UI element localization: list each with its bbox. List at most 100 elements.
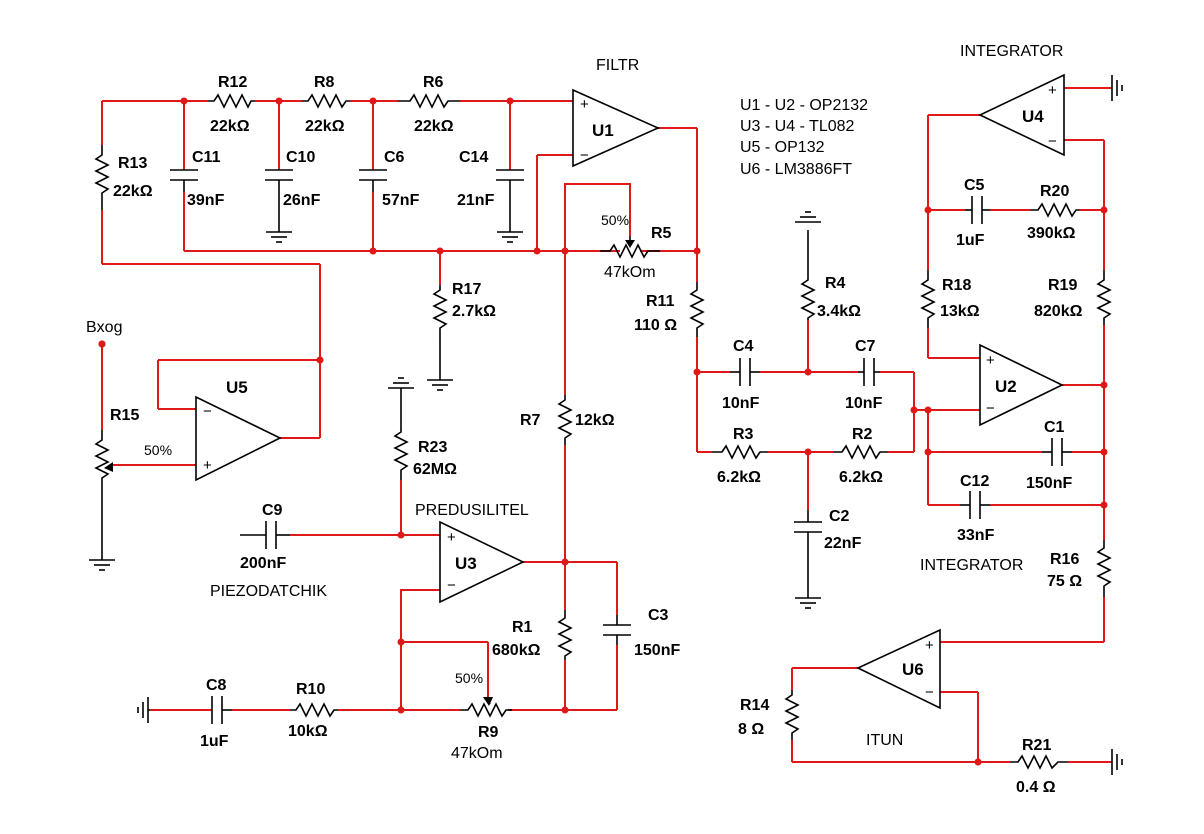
label-components-c8-value: 1uF (200, 733, 229, 750)
label-components-r1-name: R1 (512, 619, 533, 636)
label-components-c14-name: C14 (459, 149, 488, 166)
label-components-c11-value: 39nF (187, 192, 225, 209)
label-components-r23-name: R23 (418, 439, 447, 456)
resistors (94, 93, 1112, 770)
resistor-R23 (393, 425, 409, 480)
capacitor-C11 (170, 169, 198, 192)
label-components-c12-name: C12 (960, 473, 989, 490)
label-components-r19-name: R19 (1048, 277, 1077, 294)
wires (101, 87, 1112, 763)
junction-dot (316, 356, 324, 364)
ground-icon (427, 348, 453, 391)
opamp-pins: + − − + + − + − + − + − (203, 82, 1057, 701)
label-components-r10-name: R10 (296, 681, 325, 698)
label-components-c9-value: 200nF (240, 555, 286, 572)
opamp-U4 (978, 73, 1065, 157)
resistor-R11 (689, 282, 705, 337)
resistor-R21 (1010, 754, 1068, 770)
label-components-r11-name: R11 (646, 293, 675, 310)
junction-dot (910, 406, 918, 414)
schematic-element (625, 240, 635, 248)
label-components-c6-value: 57nF (382, 192, 420, 209)
label-pins-plus: + (447, 529, 456, 546)
label-components-r12-name: R12 (218, 74, 247, 91)
resistor-R7 (557, 395, 573, 445)
resistor-R16 (1096, 540, 1112, 597)
label-components-r17-name: R17 (452, 281, 481, 298)
opamp-U6 (856, 628, 941, 710)
labels: FILTR INTEGRATOR INTEGRATOR PREDUSILITEL… (86, 43, 1083, 796)
label-components-r5-name: R5 (651, 225, 672, 242)
capacitor-C3 (603, 615, 631, 645)
capacitor-C7 (858, 358, 880, 386)
label-components-r19-value: 820kΩ (1034, 303, 1083, 320)
junction-dot (275, 97, 283, 105)
label-pins-plus: + (925, 637, 934, 654)
label-components-r13-name: R13 (118, 155, 147, 172)
opamp-label-U1: U1 (592, 121, 614, 140)
junction-dot (180, 97, 188, 105)
block-title-piezodatchik: PIEZODATCHIK (210, 583, 327, 600)
label-components-r18-value: 13kΩ (940, 303, 980, 320)
label-components-r4-value: 3.4kΩ (817, 303, 861, 320)
junction-dot (804, 368, 812, 376)
junction-dot (561, 247, 569, 255)
label-components-r9-setting: 50% (455, 670, 483, 686)
capacitor-C14 (496, 169, 524, 232)
label-components-r13-value: 22kΩ (113, 183, 153, 200)
wire (564, 183, 631, 251)
junction-dot (924, 406, 932, 414)
label-components-r11-value: 110 Ω (634, 317, 677, 334)
ground-icon (795, 597, 821, 609)
junction-dot (924, 206, 932, 214)
block-title-itun: ITUN (866, 732, 903, 749)
label-pins-minus: − (1048, 133, 1057, 150)
label-components-c2-value: 22nF (824, 535, 862, 552)
input-label: Bxog (86, 319, 122, 336)
resistor-R4 (800, 270, 816, 320)
opamp-label-U2: U2 (995, 377, 1017, 396)
junction-dot (397, 638, 405, 646)
junction-dot (506, 97, 514, 105)
resistor-R18 (920, 270, 936, 328)
schematic-element (104, 462, 113, 472)
resistor-R3 (712, 444, 768, 460)
label-components-r7-name: R7 (520, 412, 541, 429)
label-components-c1-name: C1 (1044, 419, 1065, 436)
label-components-c1-value: 150nF (1026, 475, 1072, 492)
potentiometer-R15 (94, 430, 110, 560)
ground-icon (795, 211, 821, 270)
label-components-r17-value: 2.7kΩ (452, 303, 496, 320)
label-components-c8-name: C8 (206, 677, 227, 694)
label-components-c11-name: C11 (192, 149, 221, 166)
resistor-R17 (432, 285, 448, 348)
label-components-c14-value: 21nF (457, 192, 495, 209)
junction-dot (369, 97, 377, 105)
capacitor-C4 (730, 358, 760, 386)
ground-icon (1111, 749, 1123, 775)
opamp-U1 (572, 88, 660, 168)
capacitor-C12 (960, 491, 990, 519)
label-components-r1-value: 680kΩ (492, 642, 541, 659)
resistor-R2 (833, 444, 888, 460)
junction-dot (924, 448, 932, 456)
label-components-c9-name: C9 (262, 502, 283, 519)
ground-icon (137, 697, 150, 723)
resistor-R8 (302, 93, 350, 109)
ground-icon (1111, 75, 1123, 101)
label-pins-minus: − (580, 147, 589, 164)
label-components-c4-value: 10nF (722, 395, 760, 412)
label-components-r5-setting: 50% (601, 212, 629, 228)
label-components-r14-name: R14 (740, 697, 769, 714)
block-title-predusilitel: PREDUSILITEL (415, 502, 529, 519)
input-terminal-icon (98, 340, 106, 348)
parts-list-line: U3 - U4 - TL082 (740, 118, 855, 135)
block-title-filtr: FILTR (596, 57, 639, 74)
opamp-label-U6: U6 (902, 660, 924, 679)
capacitor-C5 (965, 196, 990, 224)
parts-list-line: U6 - LM3886FT (740, 161, 852, 178)
label-components-r2-name: R2 (852, 426, 873, 443)
label-components-r9-value: 47kOm (451, 745, 503, 762)
label-pins-minus: − (925, 684, 934, 701)
capacitor-C10 (265, 169, 293, 232)
